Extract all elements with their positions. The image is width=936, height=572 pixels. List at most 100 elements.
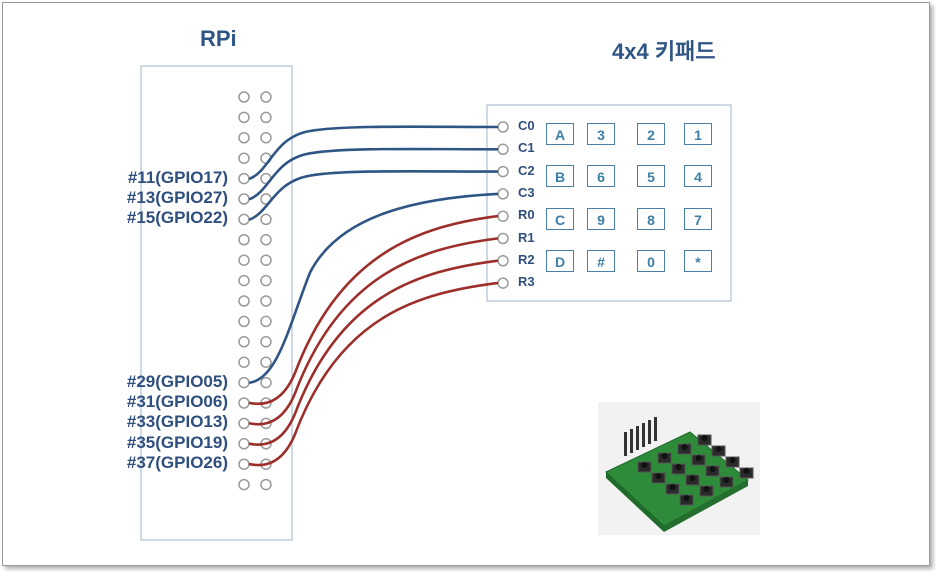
header-pin bbox=[238, 458, 250, 470]
keypad-key: C bbox=[546, 208, 574, 230]
gpio-label: #15(GPIO22) bbox=[126, 208, 228, 228]
keypad-key: B bbox=[546, 165, 574, 187]
header-pin bbox=[238, 254, 250, 266]
keypad-pin-label: C1 bbox=[518, 140, 535, 156]
keypad-key: 1 bbox=[684, 123, 712, 145]
header-pin bbox=[238, 91, 250, 103]
keypad-pin bbox=[497, 210, 509, 222]
header-pin bbox=[260, 234, 272, 246]
header-pin bbox=[260, 315, 272, 328]
header-pin bbox=[238, 295, 250, 307]
header-pin bbox=[238, 152, 250, 164]
header-pin bbox=[238, 376, 250, 389]
button-cap bbox=[669, 484, 676, 490]
gpio-label: #11(GPIO17) bbox=[127, 167, 228, 187]
gpio-label: #33(GPIO13) bbox=[126, 412, 228, 432]
button-cap bbox=[683, 495, 690, 501]
header-pin bbox=[260, 356, 272, 368]
header-pin bbox=[260, 478, 272, 491]
tactile-buttons bbox=[637, 434, 754, 506]
wire-r0 bbox=[248, 214, 499, 406]
wire-c0 bbox=[248, 125, 499, 180]
wire-c2 bbox=[248, 169, 499, 221]
wire-c3 bbox=[248, 192, 499, 384]
keypad-pin bbox=[497, 188, 509, 200]
keypad-pin-label: C3 bbox=[518, 184, 535, 200]
keypad-key: 6 bbox=[587, 165, 615, 187]
gpio-label: #35(GPIO19) bbox=[126, 432, 228, 452]
header-pin bbox=[260, 111, 272, 124]
header-pin bbox=[238, 111, 250, 124]
keypad-module-illustration bbox=[605, 417, 754, 532]
header-pin bbox=[238, 356, 250, 368]
keypad-key: A bbox=[546, 123, 574, 145]
header-pin bbox=[260, 274, 272, 287]
keypad-pin bbox=[497, 143, 509, 156]
button-cap bbox=[701, 435, 708, 441]
keypad-module-photo bbox=[598, 402, 760, 535]
keypad-pin-label: C0 bbox=[518, 118, 535, 133]
keypad-pin-label: R3 bbox=[518, 274, 535, 290]
button-cap bbox=[695, 455, 702, 461]
rpi-title: RPi bbox=[200, 26, 237, 51]
keypad-pin-label: R0 bbox=[518, 207, 535, 223]
button-cap bbox=[743, 468, 750, 474]
header-pin bbox=[238, 132, 250, 144]
button-cap bbox=[641, 462, 648, 468]
header-pin bbox=[238, 315, 250, 328]
button-cap bbox=[655, 473, 662, 479]
header-pin bbox=[238, 193, 250, 205]
keypad-key: 7 bbox=[684, 208, 712, 230]
wire-r3 bbox=[248, 281, 499, 467]
keypad-key: 5 bbox=[637, 165, 665, 187]
header-pin bbox=[260, 295, 272, 307]
header-pin bbox=[238, 234, 250, 246]
button-cap bbox=[703, 486, 710, 492]
button-cap bbox=[689, 475, 696, 481]
gpio-label: #31(GPIO06) bbox=[126, 392, 228, 411]
gpio-label: #29(GPIO05) bbox=[126, 371, 228, 391]
keypad-key: 8 bbox=[637, 208, 665, 230]
header-pin bbox=[238, 274, 250, 287]
keypad-key: 2 bbox=[637, 123, 665, 145]
button-cap bbox=[661, 453, 668, 459]
header-pin bbox=[260, 376, 272, 389]
keypad-pin-label: R1 bbox=[518, 229, 535, 245]
header-pins bbox=[624, 417, 657, 456]
button-cap bbox=[723, 477, 730, 483]
keypad-pin bbox=[497, 277, 509, 289]
gpio-label: #13(GPIO27) bbox=[126, 188, 228, 207]
header-pin bbox=[260, 91, 272, 103]
header-pin bbox=[238, 336, 250, 348]
wire-r1 bbox=[248, 237, 499, 426]
button-cap bbox=[681, 444, 688, 450]
keypad-key: 9 bbox=[587, 208, 615, 230]
header-pin bbox=[260, 336, 272, 348]
keypad-key: 0 bbox=[637, 250, 665, 272]
keypad-pin bbox=[497, 165, 509, 178]
header-pin bbox=[238, 438, 250, 450]
keypad-pin bbox=[497, 121, 509, 133]
button-cap bbox=[709, 466, 716, 472]
keypad-key: D bbox=[546, 250, 574, 272]
keypad-title: 4x4 키패드 bbox=[612, 39, 716, 64]
wire-r2 bbox=[248, 259, 499, 446]
keypad-pin-label: R2 bbox=[518, 251, 535, 267]
keypad-pin bbox=[497, 232, 509, 245]
button-cap bbox=[675, 464, 682, 470]
keypad-key: # bbox=[587, 250, 615, 272]
gpio-label: #37(GPIO26) bbox=[126, 453, 228, 473]
button-cap bbox=[729, 457, 736, 463]
header-pin bbox=[238, 397, 250, 409]
keypad-pin-label: C2 bbox=[518, 162, 535, 178]
keypad-key: 3 bbox=[587, 123, 615, 145]
header-pin bbox=[238, 417, 250, 430]
button-cap bbox=[715, 446, 722, 452]
header-pin bbox=[260, 254, 272, 266]
header-pin bbox=[260, 132, 272, 144]
header-pin bbox=[238, 478, 250, 491]
keypad-key: 4 bbox=[684, 165, 712, 187]
wire-c1 bbox=[248, 147, 499, 201]
header-pin bbox=[238, 172, 250, 185]
